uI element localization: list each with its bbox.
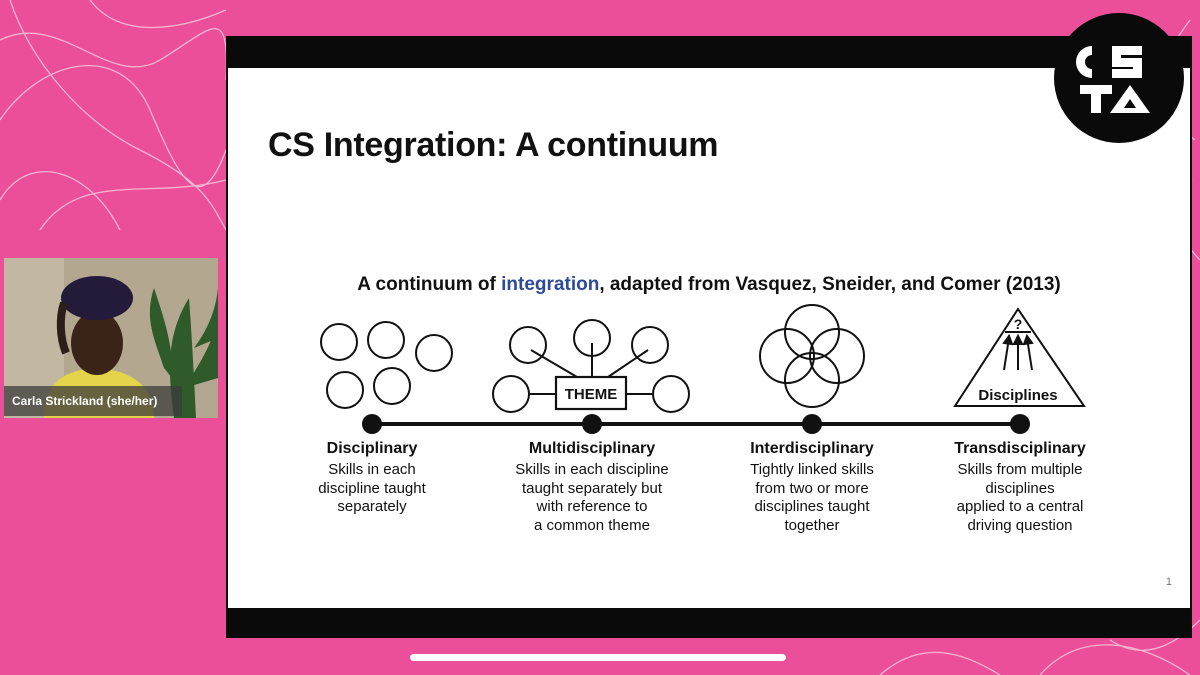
csta-logo-mark-icon (1076, 46, 1150, 113)
description-line: Skills in each discipline (515, 461, 669, 478)
description-line: discipline taught (318, 479, 426, 497)
disciplines-label: Disciplines (978, 387, 1057, 404)
transdisciplinary-pyramid-icon: ? Disciplines (953, 307, 1086, 407)
description-line: disciplines (985, 479, 1055, 497)
disciplinary-circles-icon (320, 321, 453, 409)
stage-multidisciplinary: Multidisciplinary Skills in each discipl… (492, 439, 692, 535)
stage-description: Skills in each discipline taught separat… (272, 461, 472, 517)
description-line: Skills in each (328, 461, 416, 478)
theme-label: THEME (565, 386, 618, 403)
stage-interdisciplinary: Interdisciplinary Tightly linked skills … (712, 439, 912, 535)
description-line: together (784, 516, 840, 534)
subtitle-end: , adapted from Vasquez, Sneider, and Com… (599, 274, 1061, 295)
slide: CS Integration: A continuum A continuum … (228, 68, 1190, 608)
slide-title: CS Integration: A continuum (268, 126, 719, 164)
timeline-dot-interdisciplinary (802, 414, 822, 434)
question-mark: ? (1014, 316, 1023, 332)
presenter-name-label: Carla Strickland (she/her) (4, 386, 182, 416)
stage-transdisciplinary: Transdisciplinary Skills from multiple d… (920, 439, 1120, 535)
subtitle-start: A continuum of (357, 274, 502, 295)
description-line: taught separately but (521, 479, 663, 497)
subtitle-highlight: integration (501, 274, 600, 295)
home-indicator-bar[interactable] (410, 654, 786, 661)
multidisciplinary-theme-icon: THEME (492, 319, 690, 413)
stage-description: Tightly linked skills from two or more d… (712, 461, 912, 535)
description-line: Skills from multiple (957, 461, 1083, 478)
stage-name: Multidisciplinary (528, 440, 656, 457)
timeline-dot-multidisciplinary (582, 414, 602, 434)
continuum-diagram: THEME ? Disciplines (320, 304, 1086, 434)
description-line: separately (337, 498, 407, 515)
stage-name: Interdisciplinary (750, 440, 874, 457)
description-line: driving question (967, 516, 1073, 534)
description-line: a common theme (534, 516, 650, 534)
csta-logo (1054, 13, 1184, 143)
stage-name: Transdisciplinary (954, 440, 1086, 457)
timeline-dot-disciplinary (362, 414, 382, 434)
description-line: applied to a central (956, 498, 1084, 515)
stage-name: Disciplinary (326, 440, 418, 457)
description-line: with reference to (536, 498, 648, 515)
timeline-dot-transdisciplinary (1010, 414, 1030, 434)
slide-subtitle: A continuum of integration, adapted from… (228, 274, 1190, 296)
interdisciplinary-venn-icon (759, 304, 865, 408)
page-number: 1 (1165, 576, 1172, 588)
stage-disciplinary: Disciplinary Skills in each discipline t… (272, 439, 472, 517)
description-line: disciplines taught (754, 498, 870, 515)
description-line: Tightly linked skills (750, 461, 874, 478)
description-line: from two or more (755, 479, 869, 497)
stage-description: Skills in each discipline taught separat… (492, 461, 692, 535)
stage-description: Skills from multiple disciplines applied… (920, 461, 1120, 535)
